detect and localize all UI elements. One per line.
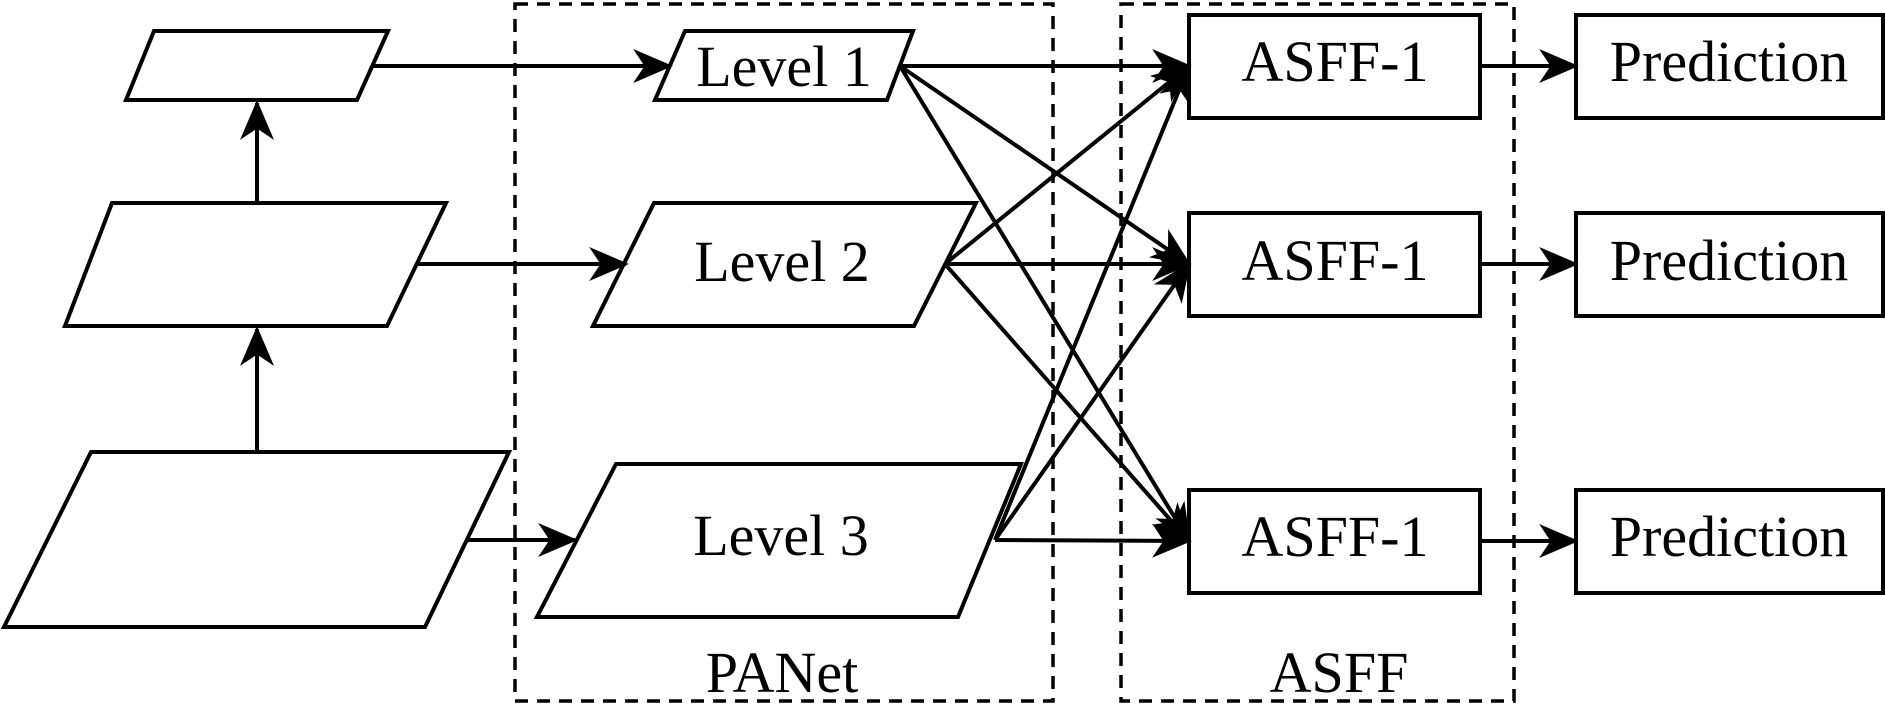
- connectors: [240, 49, 1579, 558]
- edge-level-2-to-asff-top: [943, 64, 1192, 266]
- backbone: [0, 29, 513, 629]
- level-3-label: Level 3: [693, 503, 869, 568]
- edge-level-1-to-asff-middle: [898, 64, 1192, 266]
- panet-group-label: PANet: [706, 640, 859, 705]
- prediction-top-node: [1574, 13, 1885, 120]
- asff-blocks: ASFF-1 ASFF-1 ASFF-1: [1187, 13, 1482, 595]
- edge-level-1-to-asff-bottom: [898, 64, 1191, 544]
- prediction-middle-label: Prediction: [1610, 228, 1848, 293]
- panet-group-box: [513, 2, 1055, 703]
- asff-middle-label: ASFF-1: [1242, 228, 1429, 293]
- prediction-top-label: Prediction: [1610, 29, 1848, 94]
- backbone-large: [0, 450, 513, 629]
- panet-levels: Level 1 Level 2 Level 3: [533, 29, 1024, 619]
- asff-group: ASFF: [1119, 2, 1516, 705]
- asff-middle-node: [1187, 211, 1482, 318]
- asff-group-box: [1119, 2, 1516, 703]
- edge-level-3-to-asff-middle: [993, 261, 1191, 542]
- predictions: Prediction Prediction Prediction: [1574, 13, 1885, 595]
- edge-level-2-to-asff-bottom: [943, 262, 1191, 544]
- prediction-bottom-node: [1574, 488, 1885, 595]
- asff-bottom-label: ASFF-1: [1242, 504, 1429, 569]
- edge-level-3-to-asff-bottom: [994, 523, 1192, 558]
- edge-level-3-to-asff-top: [993, 63, 1191, 541]
- panet-group: PANet: [513, 2, 1055, 705]
- asff-bottom-node: [1187, 488, 1482, 595]
- asff-top-node: [1187, 13, 1482, 120]
- asff-group-label: ASFF: [1270, 640, 1409, 705]
- level-3-node: [533, 462, 1024, 619]
- level-1-label: Level 1: [696, 34, 872, 99]
- level-2-node: [589, 201, 980, 328]
- backbone-small: [123, 29, 392, 102]
- level-2-label: Level 2: [694, 229, 870, 294]
- backbone-medium: [62, 201, 450, 328]
- prediction-bottom-label: Prediction: [1610, 504, 1848, 569]
- asff-top-label: ASFF-1: [1242, 29, 1429, 94]
